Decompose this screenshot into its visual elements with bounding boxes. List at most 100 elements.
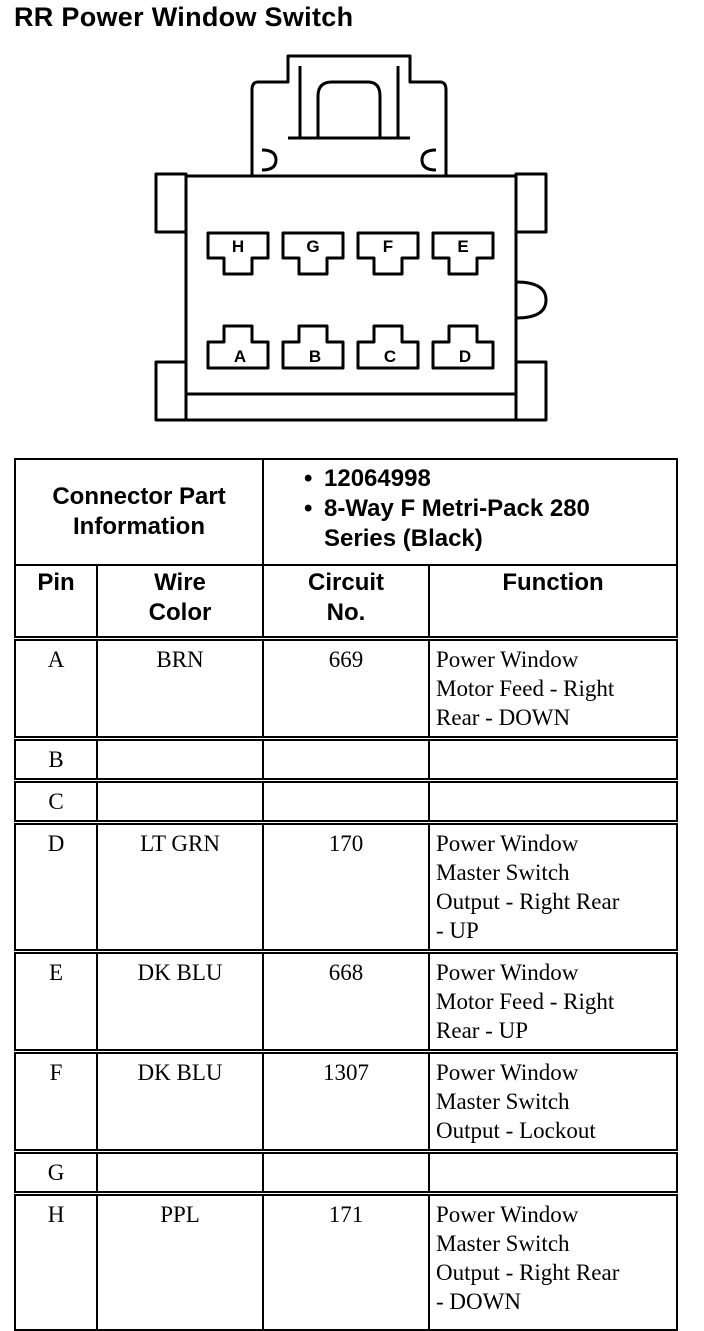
circuit-cell: 669 (262, 637, 431, 741)
part-series: 8-Way F Metri-Pack 280 Series (Black) (324, 495, 590, 552)
wire-color-cell: PPL (95, 1192, 265, 1331)
pin-label-h: H (232, 237, 244, 256)
terminal-a (206, 324, 270, 370)
col-header-color-text: Color (148, 599, 212, 626)
left-rib-top (154, 172, 188, 234)
terminal-g (281, 231, 345, 276)
function-line: Power Window (436, 1060, 579, 1085)
pin-cell: A (14, 637, 98, 741)
terminal-b (281, 324, 345, 370)
function-line: Rear - DOWN (436, 705, 571, 730)
part-info-row: Connector Part Information •12064998 •8-… (13, 458, 679, 566)
left-rib-bottom (154, 360, 188, 422)
circuit-cell: 170 (262, 821, 431, 954)
pin-cell: G (14, 1150, 98, 1196)
connector-info-table: Connector Part Information •12064998 •8-… (13, 458, 679, 1331)
connector-base (184, 392, 518, 422)
function-line: Power Window (436, 960, 579, 985)
wire-color-cell: DK BLU (95, 950, 265, 1054)
col-header-function: Function (428, 564, 679, 641)
right-rib-bottom (514, 360, 548, 422)
circuit-cell: 171 (262, 1192, 431, 1331)
keying-bump (515, 280, 548, 320)
function-cell (428, 737, 679, 783)
terminal-h (206, 231, 270, 276)
part-number-item: •12064998 (304, 465, 431, 492)
pin-cell: D (14, 821, 98, 954)
connector-diagram: H G F E A B C D (154, 54, 548, 422)
wire-color-cell: LT GRN (95, 821, 265, 954)
pin-cell: F (14, 1050, 98, 1154)
col-header-pin-text: Pin (37, 569, 75, 596)
part-info-label: Connector Part Information (13, 458, 265, 566)
pin-label-f: F (383, 237, 393, 256)
function-line: Master Switch (436, 1089, 570, 1114)
wire-color-cell (95, 1150, 265, 1196)
terminal-e (431, 231, 495, 276)
pin-label-c: C (384, 347, 396, 366)
terminal-d (431, 324, 495, 370)
function-line: Motor Feed - Right (436, 989, 615, 1014)
function-cell (428, 1150, 679, 1196)
part-info-label-line2: Information (73, 513, 205, 540)
part-info-values: •12064998 •8-Way F Metri-Pack 280 Series… (262, 458, 679, 566)
function-line: Power Window (436, 1202, 579, 1227)
function-line: Output - Right Rear (436, 889, 620, 914)
function-cell (428, 779, 679, 825)
pin-label-d: D (459, 347, 471, 366)
function-line: Power Window (436, 647, 579, 672)
circuit-cell (262, 1150, 431, 1196)
part-series-item: •8-Way F Metri-Pack 280 Series (Black) (304, 495, 590, 552)
part-number: 12064998 (324, 465, 431, 492)
latch-housing (250, 54, 448, 178)
pin-cell: C (14, 779, 98, 825)
wire-color-cell: DK BLU (95, 1050, 265, 1154)
circuit-cell: 1307 (262, 1050, 431, 1154)
pin-cell: H (14, 1192, 98, 1331)
pin-label-a: A (234, 347, 246, 366)
col-header-wire-text: Wire (154, 569, 206, 596)
wire-color-cell (95, 779, 265, 825)
col-header-function-text: Function (502, 569, 604, 596)
function-line: Power Window (436, 831, 579, 856)
pin-label-e: E (457, 237, 468, 256)
pin-label-b: B (309, 347, 321, 366)
pin-cell: B (14, 737, 98, 783)
function-line: - DOWN (436, 1289, 521, 1314)
terminal-c (356, 324, 420, 370)
table-row: B (14, 737, 679, 783)
circuit-cell: 668 (262, 950, 431, 1054)
table-row: C (14, 779, 679, 825)
latch-notches (261, 148, 437, 172)
function-line: Master Switch (436, 860, 570, 885)
function-line: Motor Feed - Right (436, 676, 615, 701)
right-rib-top (514, 172, 548, 234)
circuit-cell (262, 779, 431, 825)
pin-cell: E (14, 950, 98, 1054)
col-header-circuit-text: Circuit (308, 569, 385, 596)
function-line: Rear - UP (436, 1018, 528, 1043)
function-line: Output - Lockout (436, 1118, 596, 1143)
col-header-no-text: No. (326, 599, 366, 626)
pin-label-g: G (306, 237, 319, 256)
col-header-pin: Pin (14, 564, 98, 641)
function-line: - UP (436, 918, 479, 943)
latch-arch (316, 80, 382, 138)
wire-color-cell: BRN (95, 637, 265, 741)
function-line: Output - Right Rear (436, 1260, 620, 1285)
circuit-cell (262, 737, 431, 783)
